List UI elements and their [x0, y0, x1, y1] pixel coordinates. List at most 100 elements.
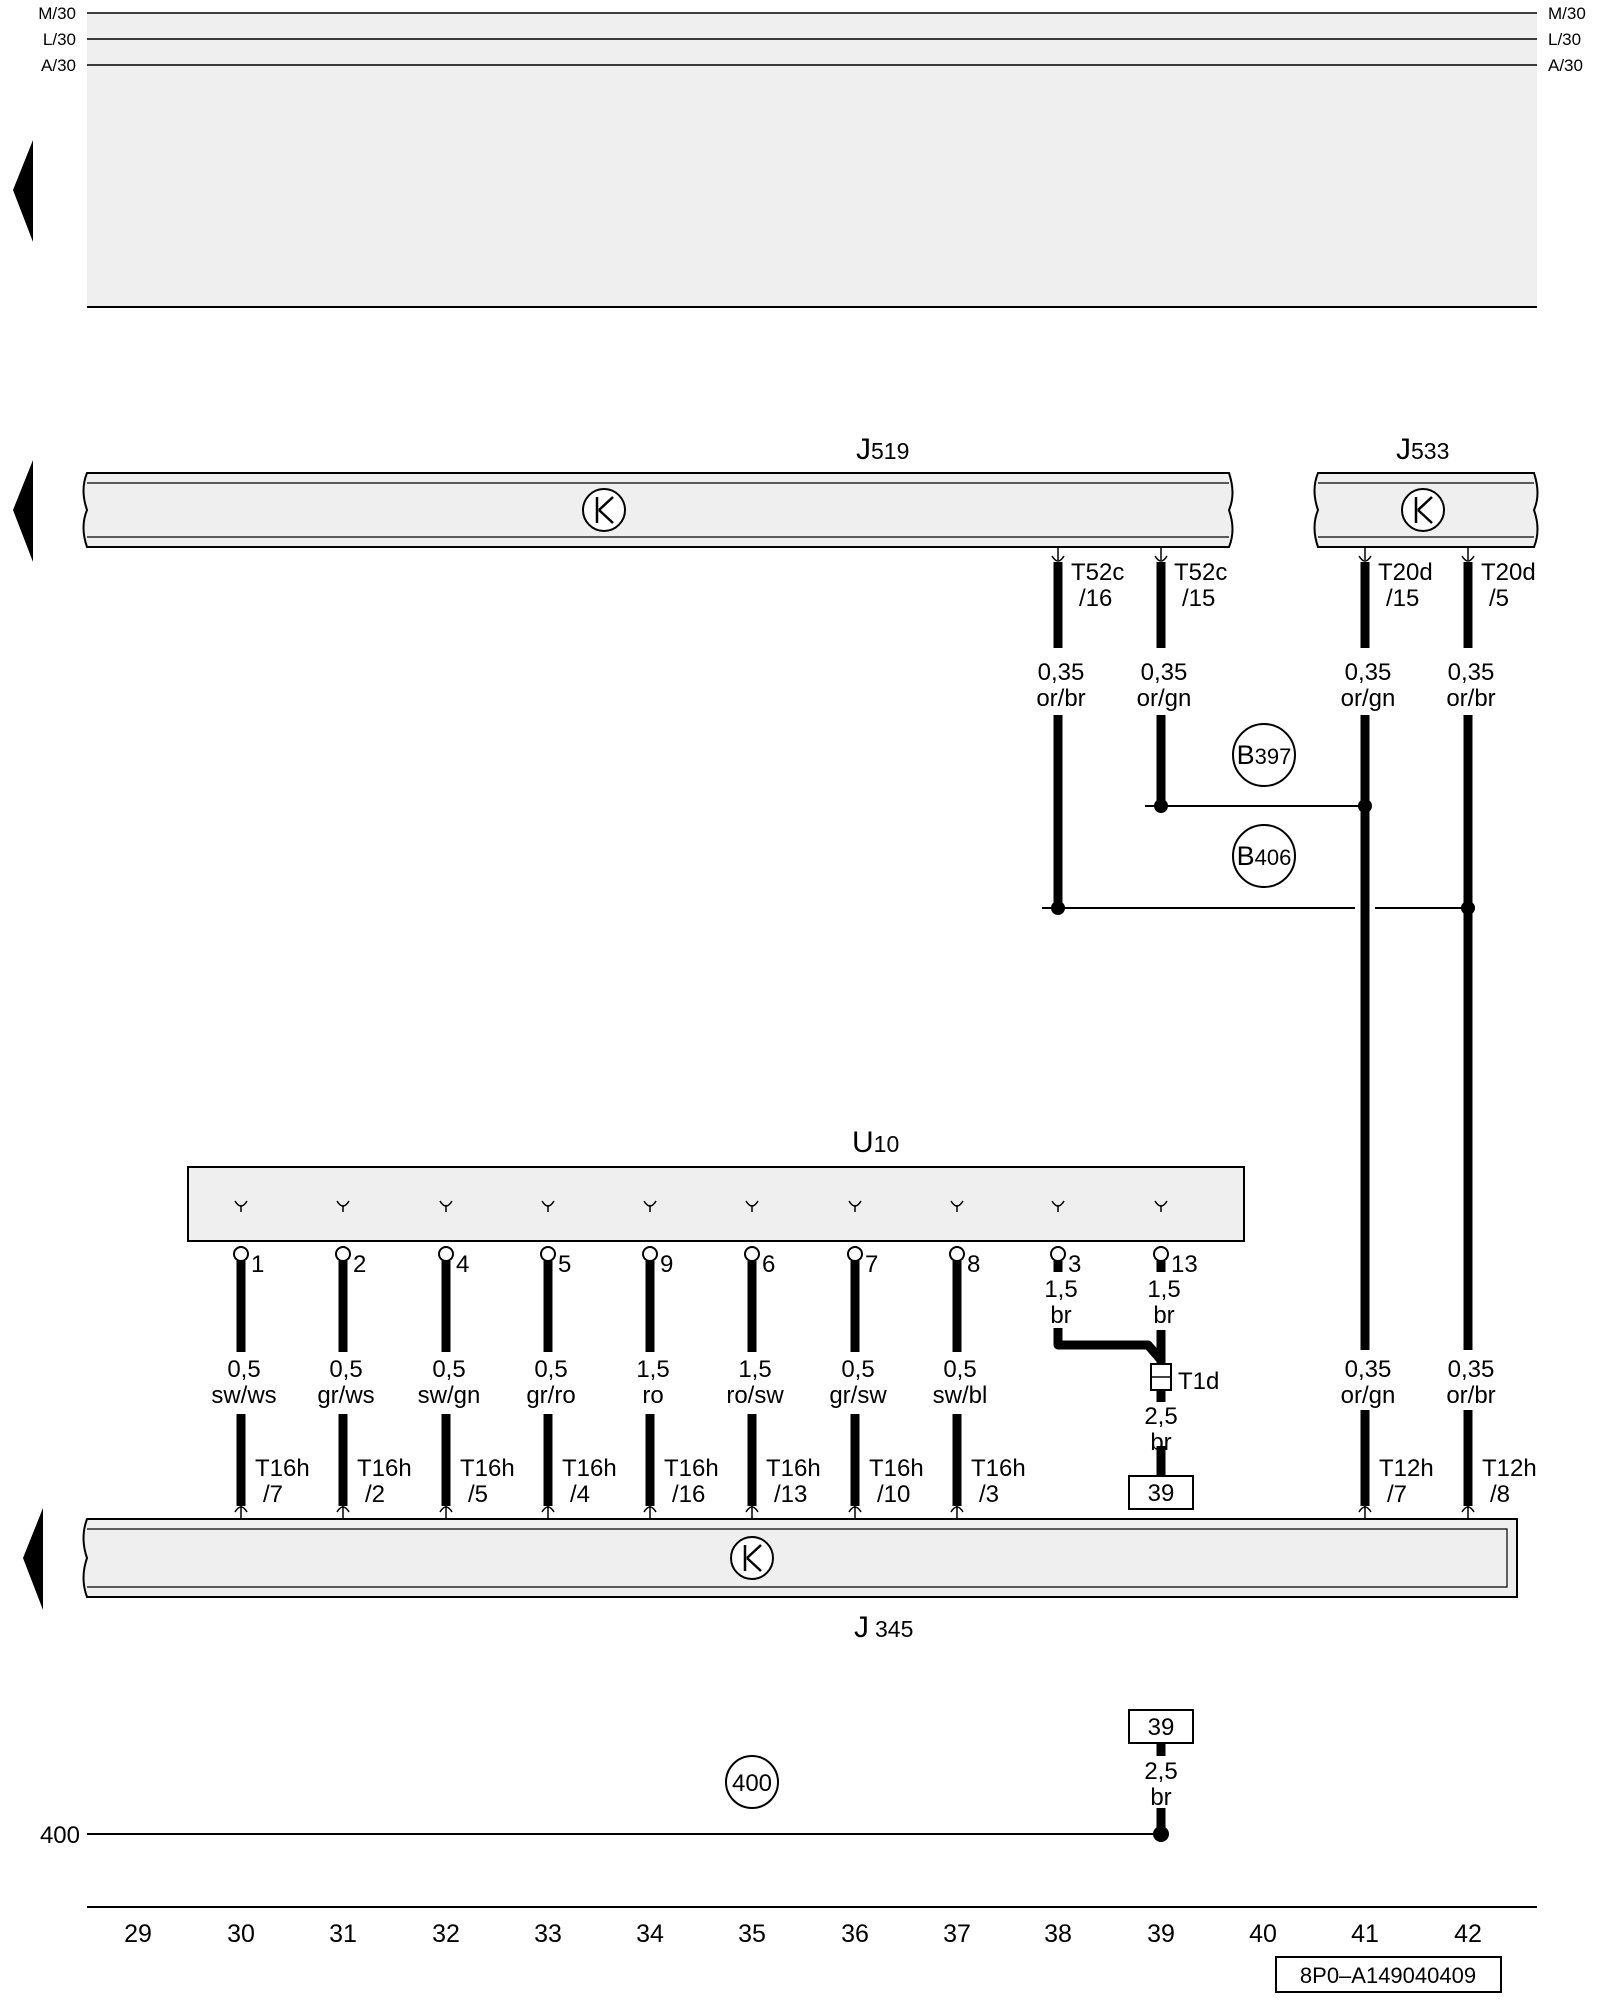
wire-color: br	[1050, 1302, 1071, 1329]
column-number: 42	[1454, 1920, 1482, 1948]
u10-pin-number: 5	[558, 1251, 571, 1278]
wire-color: or/br	[1446, 1382, 1495, 1409]
u10-pin-number: 8	[967, 1251, 980, 1278]
connector-pin: /7	[263, 1481, 283, 1508]
top-connector-labels: T52c /16 T52c /15 T20d /15 T20d /5	[1071, 559, 1536, 612]
control-unit-j519: J519	[82, 433, 1234, 548]
wire-color: or/gn	[1341, 685, 1396, 712]
can-bus-icon	[730, 1536, 774, 1580]
ground-line-label: 400	[40, 1822, 80, 1849]
connector-pin: /2	[365, 1481, 385, 1508]
wire-size: 1,5	[738, 1356, 771, 1383]
wire-color: gr/sw	[829, 1382, 887, 1409]
connector-name: T12h	[1379, 1455, 1434, 1482]
wire-size: 1,5	[636, 1356, 669, 1383]
column-number: 37	[943, 1920, 971, 1948]
connector-pin: /5	[1489, 585, 1509, 612]
connector-name: T16h	[460, 1455, 515, 1482]
rail-label-a30-right: A/30	[1548, 56, 1583, 75]
wire-color: or/br	[1446, 685, 1495, 712]
connection-point-b397: B397	[1232, 723, 1296, 787]
ground-circuit	[87, 1709, 1194, 1842]
ref-box-39: 39	[1148, 1480, 1175, 1507]
column-number: 35	[738, 1920, 766, 1948]
connector-name: T52c	[1174, 559, 1227, 586]
splice-label-t1d: T1d	[1178, 1368, 1219, 1395]
connector-name: T20d	[1481, 559, 1536, 586]
top-wires	[1042, 547, 1475, 1350]
column-number: 34	[636, 1920, 664, 1948]
t1d-splice	[1053, 1328, 1194, 1510]
u10-pin-number: 13	[1171, 1251, 1198, 1278]
column-number: 36	[841, 1920, 869, 1948]
wire-color: or/br	[1036, 685, 1085, 712]
wire-size: 2,5	[1144, 1403, 1177, 1430]
control-unit-j533: J533	[1313, 433, 1539, 548]
connector-pin: /13	[774, 1481, 807, 1508]
ref-box-39: 39	[1148, 1714, 1175, 1741]
wire-color: br	[1150, 1429, 1171, 1456]
power-rails: M/30 L/30 A/30 M/30 L/30 A/30	[38, 4, 1586, 308]
wire-size: 1,5	[1147, 1276, 1180, 1303]
can-bus-icon	[582, 488, 626, 532]
connector-name: T52c	[1071, 559, 1124, 586]
ground-point-400: 400	[732, 1770, 772, 1797]
connector-pin: /16	[1079, 585, 1112, 612]
wire-size: 0,35	[1345, 659, 1392, 686]
component-label-u10: U10	[852, 1126, 899, 1159]
column-number: 31	[329, 1920, 357, 1948]
wire-color: sw/gn	[418, 1382, 481, 1409]
wire-color: sw/ws	[211, 1382, 276, 1409]
wire-color: ro/sw	[726, 1382, 784, 1409]
can-bus-icon	[1401, 488, 1445, 532]
component-label-j533: J533	[1396, 433, 1449, 466]
wire-size: 0,35	[1141, 659, 1188, 686]
diagram-id: 8P0–A149040409	[1300, 1963, 1476, 1988]
u10-pin-number: 1	[251, 1251, 264, 1278]
connector-pin: /4	[570, 1481, 590, 1508]
column-number: 29	[124, 1920, 152, 1948]
connector-pin: /15	[1386, 585, 1419, 612]
wire-size: 0,5	[534, 1356, 567, 1383]
rail-label-l30-right: L/30	[1548, 30, 1581, 49]
component-u10: U10	[187, 1126, 1245, 1242]
j345-connector-labels: T16h/7T16h/2T16h/5T16h/4T16h/16T16h/13T1…	[234, 1455, 1537, 1519]
wire-color: ro	[642, 1382, 663, 1409]
column-number: 30	[227, 1920, 255, 1948]
svg-text:B406: B406	[1237, 841, 1292, 871]
connector-name: T16h	[766, 1455, 821, 1482]
wire-size: 0,35	[1448, 1356, 1495, 1383]
connector-name: T16h	[357, 1455, 412, 1482]
column-number: 32	[432, 1920, 460, 1948]
wire-size: 0,5	[329, 1356, 362, 1383]
connector-name: T16h	[869, 1455, 924, 1482]
component-label-j519: J519	[856, 433, 909, 466]
u10-pin-number: 3	[1068, 1251, 1081, 1278]
connector-pin: /10	[877, 1481, 910, 1508]
wire-size: 0,35	[1448, 659, 1495, 686]
connector-name: T16h	[664, 1455, 719, 1482]
connection-point-b406: B406	[1232, 824, 1296, 888]
top-wire-labels: 0,35 or/br 0,35 or/gn 0,35 or/gn 0,35 or…	[1036, 659, 1495, 712]
rail-label-a30-left: A/30	[41, 56, 76, 75]
wire-size: 0,5	[432, 1356, 465, 1383]
column-number: 33	[534, 1920, 562, 1948]
connector-pin: /16	[672, 1481, 705, 1508]
continuation-arrow-icon	[13, 460, 33, 562]
connector-pin: /15	[1182, 585, 1215, 612]
connector-pin: /5	[468, 1481, 488, 1508]
connector-name: T20d	[1378, 559, 1433, 586]
column-number: 40	[1249, 1920, 1277, 1948]
rail-label-l30-left: L/30	[43, 30, 76, 49]
connector-pin: /3	[979, 1481, 999, 1508]
wire-size: 2,5	[1144, 1758, 1177, 1785]
continuation-arrow-icon	[13, 140, 33, 242]
u10-pin-number: 2	[353, 1251, 366, 1278]
diagram-id-box	[1275, 1956, 1502, 1993]
wire-size: 0,35	[1345, 1356, 1392, 1383]
column-number: 41	[1351, 1920, 1379, 1948]
u10-pin-number: 7	[865, 1251, 878, 1278]
